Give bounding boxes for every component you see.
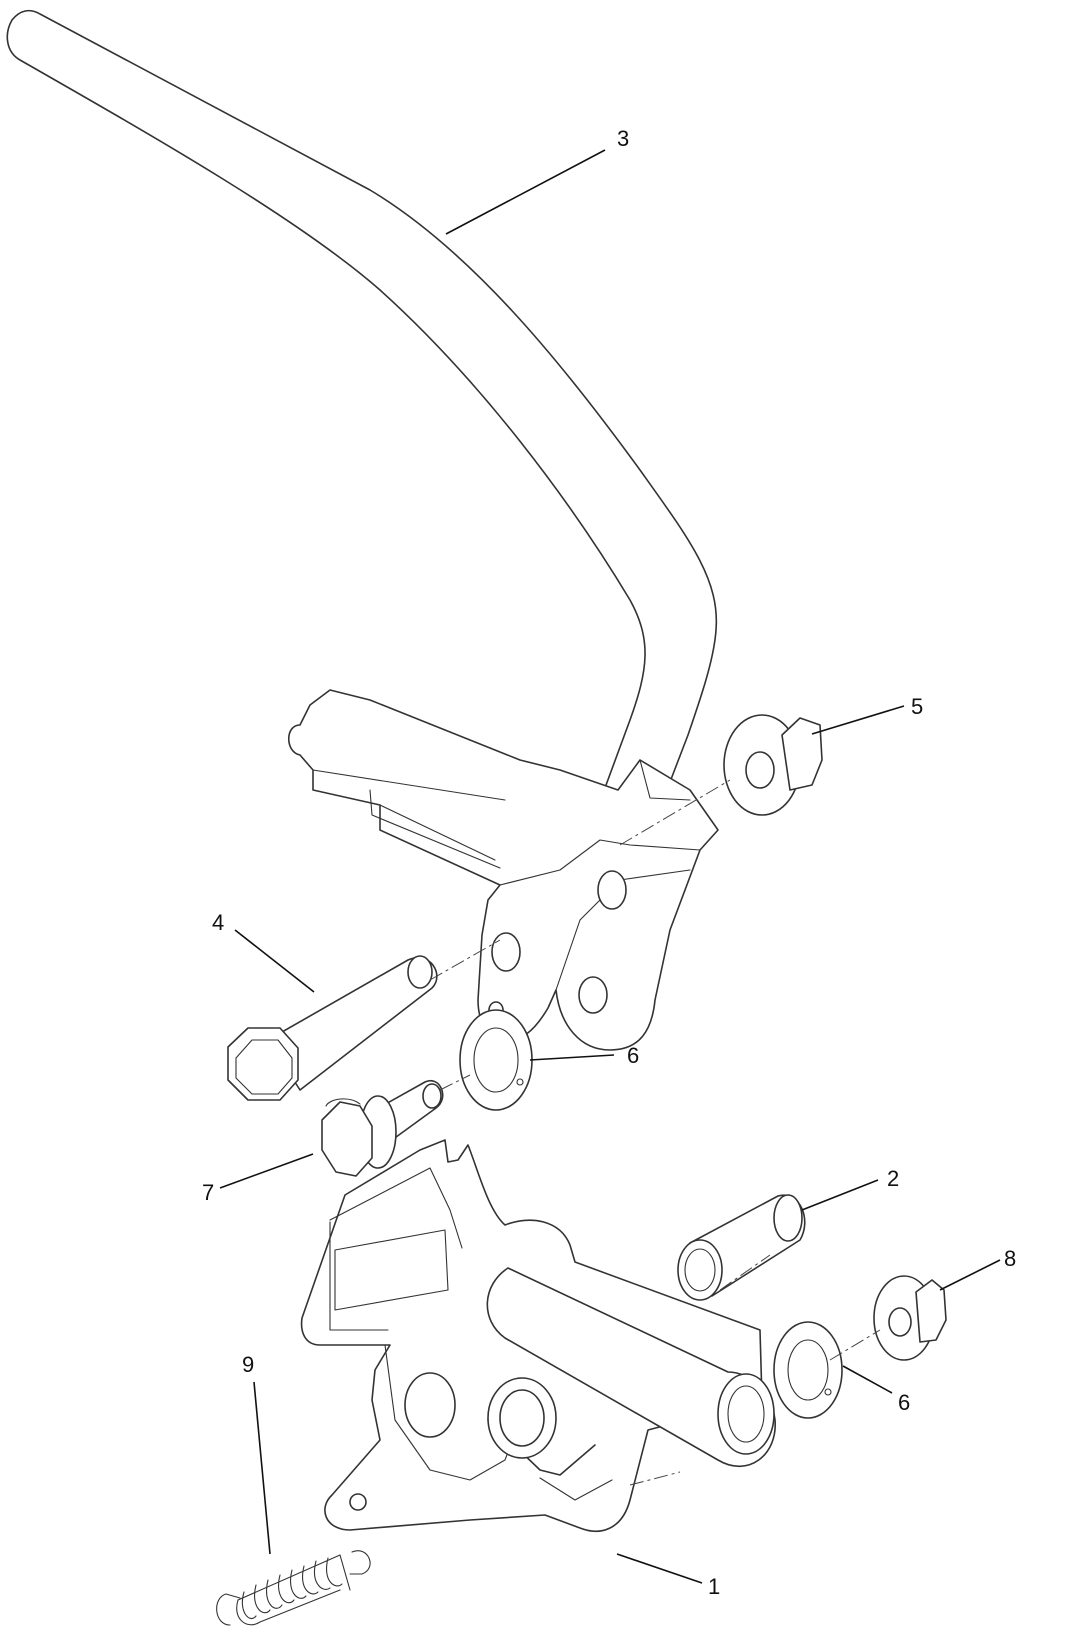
callout-6-lower: 6: [898, 1390, 910, 1415]
callout-7: 7: [202, 1180, 214, 1205]
part-6-washer-upper: [459, 1009, 533, 1111]
leader-4: [234, 929, 315, 993]
callout-6-upper: 6: [627, 1043, 639, 1068]
axis-upper: [429, 779, 731, 981]
axis-base: [629, 1471, 681, 1486]
leader-9: [253, 1381, 271, 1555]
part-7-shoulder-bolt: [321, 1079, 444, 1177]
callout-8: 8: [1004, 1246, 1016, 1271]
callout-9: 9: [242, 1352, 254, 1377]
axis-lower: [719, 1254, 881, 1361]
leader-5: [811, 705, 905, 735]
leader-lines: [219, 149, 1001, 1584]
part-2-bushing: [677, 1194, 806, 1301]
leader-8: [939, 1259, 1001, 1291]
callout-3: 3: [617, 126, 629, 151]
leader-3: [445, 149, 606, 235]
callout-labels: 3 5 4 6 7 2 8 6 1 9: [202, 126, 1016, 1599]
leader-6-upper: [529, 1054, 615, 1061]
part-4-hex-bolt: [227, 955, 438, 1101]
leader-2: [801, 1179, 879, 1211]
callout-1: 1: [708, 1574, 720, 1599]
assembly-axes: [429, 779, 881, 1486]
axis-middle: [439, 1074, 471, 1091]
leader-7: [219, 1153, 314, 1189]
callout-4: 4: [212, 910, 224, 935]
part-6-washer-lower: [773, 1321, 843, 1419]
part-8-flange-nut: [873, 1275, 947, 1361]
callout-5: 5: [911, 694, 923, 719]
part-1-base-weldment: [300, 1139, 776, 1532]
part-9-extension-spring: [216, 1550, 371, 1626]
callout-2: 2: [887, 1166, 899, 1191]
part-5-flange-nut: [723, 714, 823, 816]
leader-6-lower: [842, 1365, 893, 1394]
leader-1: [616, 1553, 703, 1584]
